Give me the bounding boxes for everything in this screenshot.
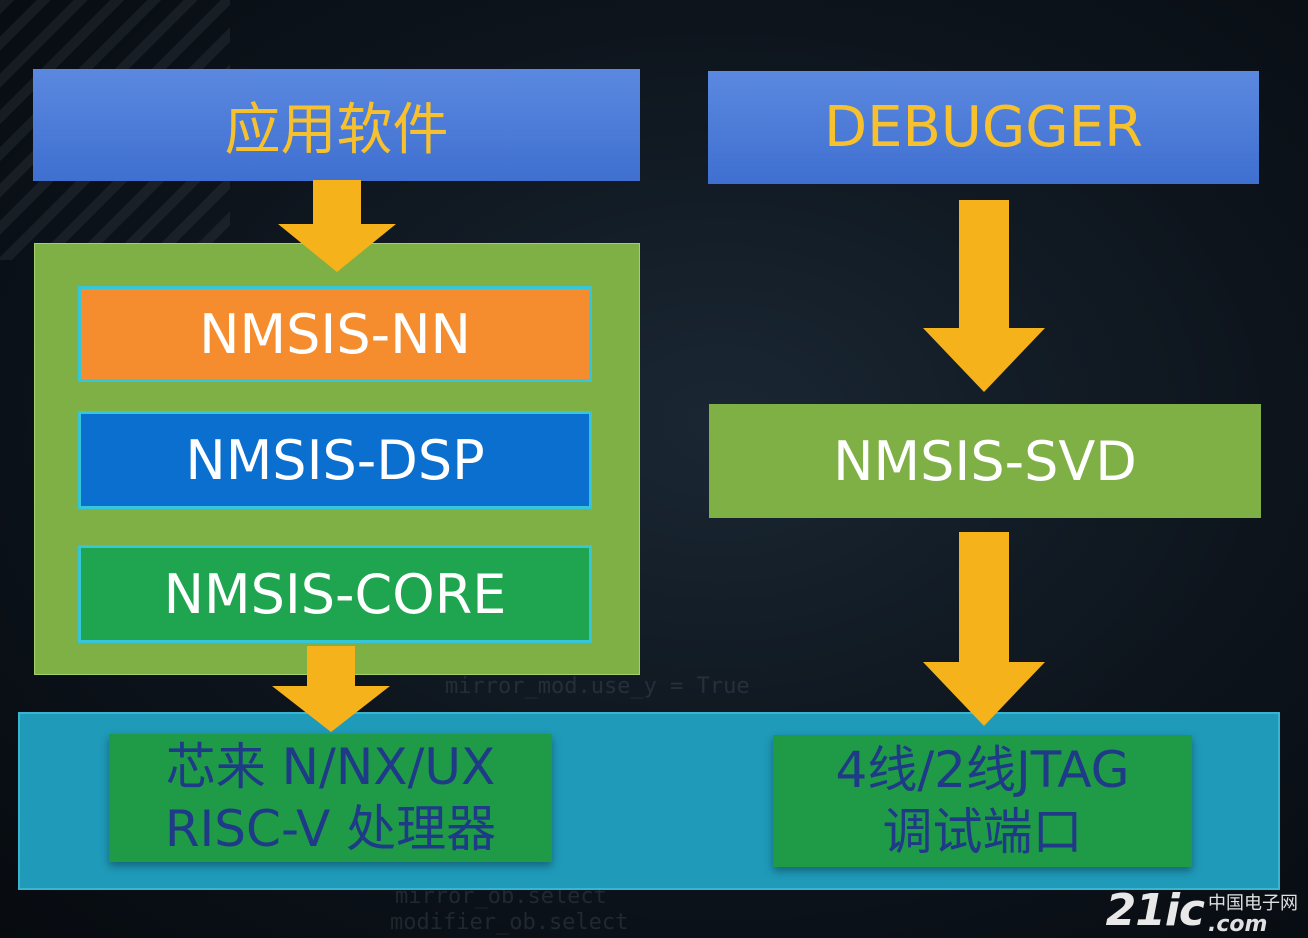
nmsis-core-box: NMSIS-CORE	[78, 545, 592, 643]
application-software-box: 应用软件	[33, 69, 640, 181]
watermark-cn: 中国电子网	[1208, 893, 1298, 914]
nmsis-svd-label: NMSIS-SVD	[833, 429, 1137, 493]
jtag-port-box: 4线/2线JTAG 调试端口	[773, 735, 1192, 867]
background-code-line: mirror_mod.use_y = True	[445, 674, 750, 699]
nmsis-svd-box: NMSIS-SVD	[709, 404, 1261, 518]
nmsis-nn-box: NMSIS-NN	[78, 286, 592, 382]
down-arrow-icon	[272, 646, 390, 732]
down-arrow-icon	[278, 180, 396, 272]
application-software-label: 应用软件	[224, 97, 449, 163]
nmsis-core-label: NMSIS-CORE	[163, 562, 507, 626]
processor-line-2: RISC-V 处理器	[164, 800, 497, 858]
background-code-line: modifier_ob.select	[390, 910, 629, 935]
down-arrow-icon	[923, 200, 1045, 392]
nmsis-dsp-label: NMSIS-DSP	[185, 428, 485, 492]
debugger-box: DEBUGGER	[708, 71, 1259, 184]
watermark-number: 21ic	[1105, 885, 1205, 936]
watermark-logo: 21ic 中国电子网 .com	[1106, 885, 1298, 936]
jtag-line-1: 4线/2线JTAG	[835, 741, 1130, 799]
nmsis-dsp-box: NMSIS-DSP	[78, 411, 592, 509]
processor-line-1: 芯来 N/NX/UX	[165, 738, 496, 796]
jtag-line-2: 调试端口	[882, 803, 1083, 861]
debugger-label: DEBUGGER	[824, 95, 1143, 160]
watermark-domain: .com	[1208, 912, 1268, 937]
nmsis-nn-label: NMSIS-NN	[199, 302, 471, 366]
processor-box: 芯来 N/NX/UX RISC-V 处理器	[109, 734, 552, 862]
down-arrow-icon	[923, 532, 1045, 726]
